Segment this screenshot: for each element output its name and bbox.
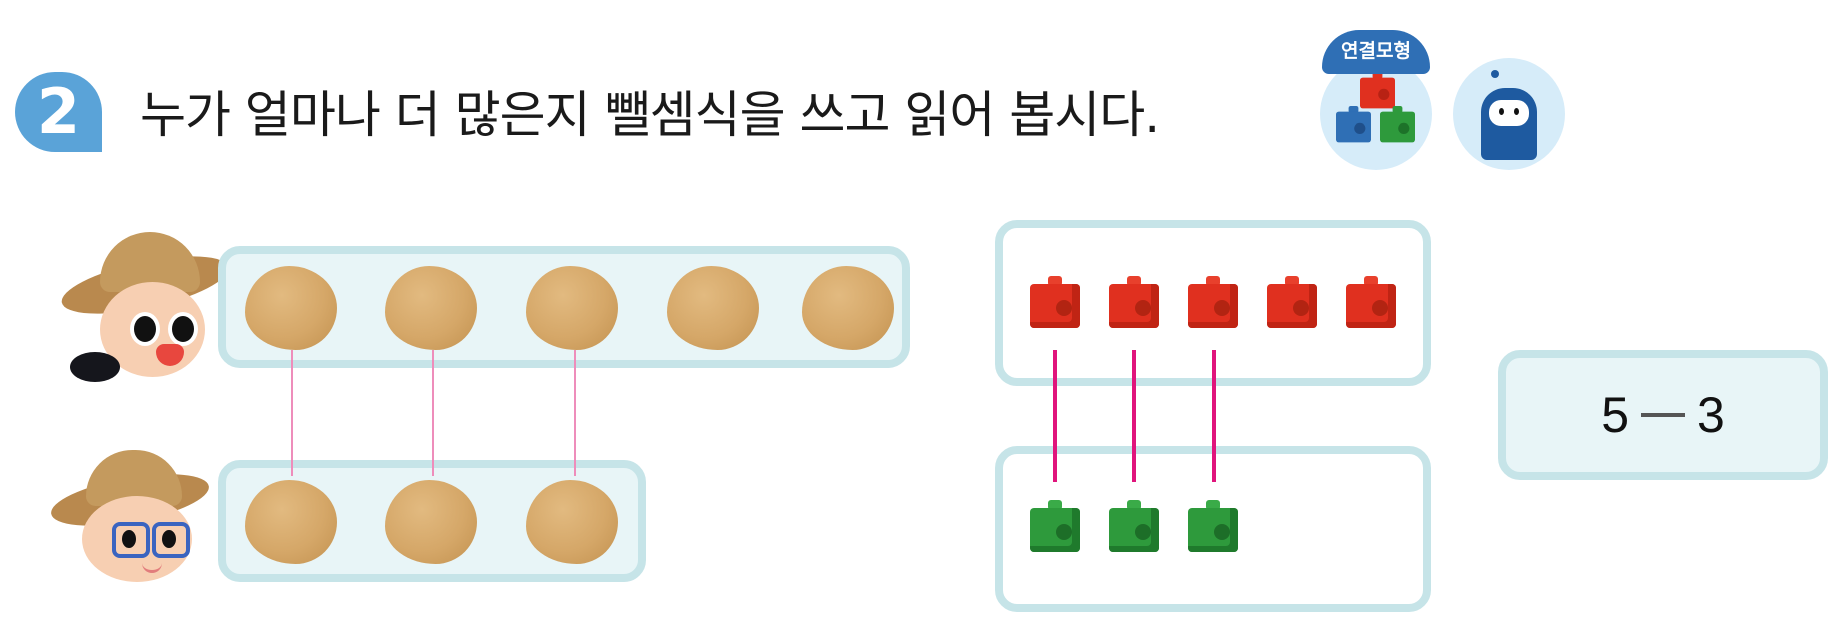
girl-eye-right (168, 312, 198, 346)
glasses-right (152, 522, 190, 558)
robot-face (1489, 100, 1529, 126)
linking-cubes-icon[interactable] (1320, 58, 1432, 170)
red-cube (1267, 276, 1317, 328)
cube-match-line (1132, 350, 1136, 482)
cube-match-line (1053, 350, 1057, 482)
model-label: 연결모형 (1322, 30, 1430, 74)
subtraction-expression-box[interactable]: 5 3 (1498, 350, 1828, 480)
cube-match-line (1212, 350, 1216, 482)
green-cube (1188, 500, 1238, 552)
potato (667, 266, 759, 350)
potato (526, 480, 618, 564)
subtraction-expression: 5 3 (1506, 358, 1820, 472)
robot-character-icon[interactable] (1453, 58, 1565, 170)
boy-character (47, 450, 213, 582)
match-line (574, 350, 576, 476)
girl-mouth (156, 344, 184, 366)
minus-sign (1641, 413, 1685, 417)
green-cube (1030, 500, 1080, 552)
robot-eye-left (1499, 108, 1504, 115)
red-cube (1188, 276, 1238, 328)
green-cube-icon (1380, 106, 1415, 143)
boy-eye-right (162, 530, 176, 548)
robot-antenna (1491, 70, 1499, 78)
expression-left: 5 (1601, 387, 1629, 443)
girl-ponytail (70, 352, 120, 382)
potato (245, 266, 337, 350)
boy-eye-left (122, 530, 136, 548)
match-line (291, 350, 293, 476)
girl-eye-left (130, 312, 160, 346)
glasses-left (112, 522, 150, 558)
potato (802, 266, 894, 350)
red-cube (1346, 276, 1396, 328)
match-line (432, 350, 434, 476)
girl-character (57, 232, 233, 382)
potato (526, 266, 618, 350)
problem-number-badge: 2 (15, 72, 102, 152)
red-cube (1030, 276, 1080, 328)
green-cube (1109, 500, 1159, 552)
potato (385, 266, 477, 350)
blue-cube-icon (1336, 106, 1371, 143)
expression-right: 3 (1697, 387, 1725, 443)
red-cube (1109, 276, 1159, 328)
potato (385, 480, 477, 564)
robot-eye-right (1514, 108, 1519, 115)
red-cube-icon (1360, 72, 1395, 109)
potato (245, 480, 337, 564)
problem-instruction: 누가 얼마나 더 많은지 뺄셈식을 쓰고 읽어 봅시다. (140, 86, 1160, 144)
boy-smile (142, 562, 162, 573)
